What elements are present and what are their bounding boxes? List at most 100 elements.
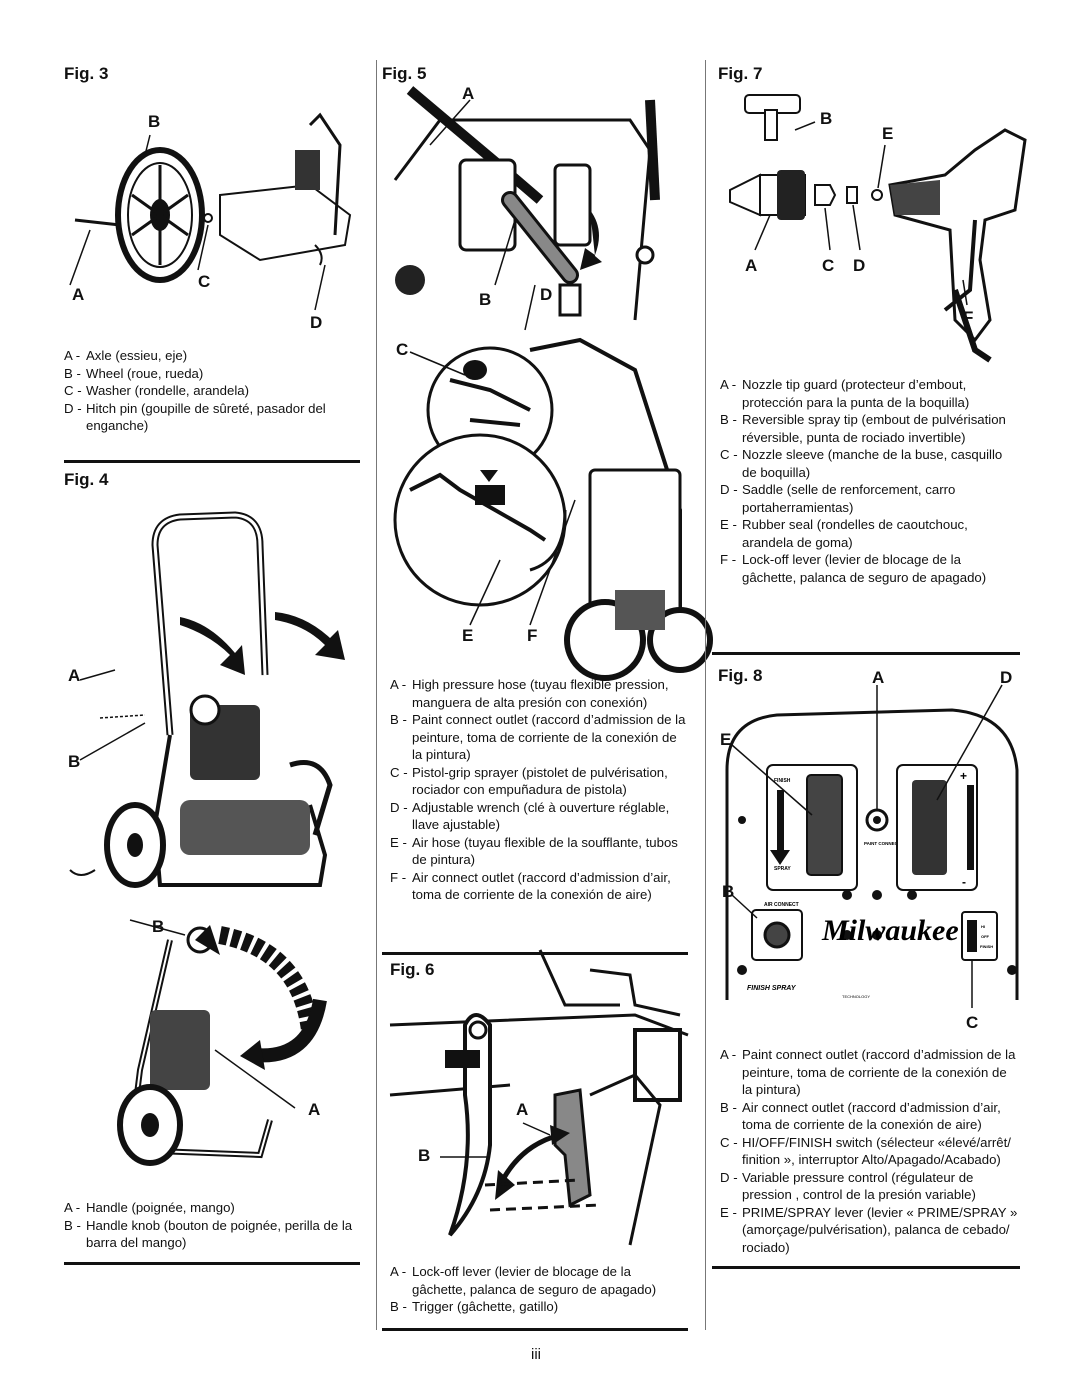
legend-key: B - (64, 1217, 81, 1233)
fig3-wheel-illustration (69, 112, 352, 311)
fig5-legend-item: D -Adjustable wrench (clé à ouverture ré… (390, 799, 686, 834)
legend-key: E - (720, 517, 737, 532)
legend-text: High pressure hose (tuyau flexible press… (412, 677, 669, 710)
legend-key: A - (64, 1200, 81, 1215)
fig8-spray-text: SPRAY (774, 866, 791, 872)
fig8-hi-text: HI (981, 924, 985, 929)
legend-key: A - (64, 348, 81, 363)
fig7-legend-item: D - Saddle (selle de renforcement, carro … (720, 481, 1018, 516)
fig7-legend-item: A -Nozzle tip guard (protecteur d’embout… (720, 376, 1018, 411)
fig7-legend: A -Nozzle tip guard (protecteur d’embout… (720, 376, 1018, 586)
fig6-legend-item: A -Lock-off lever (levier de blocage de … (390, 1263, 688, 1298)
legend-text: Paint connect outlet (raccord d’admissio… (412, 712, 686, 762)
fig5-title: Fig. 5 (382, 64, 427, 83)
fig8-finish-sw-text: FINISH (980, 944, 993, 949)
fig7-callout-a: A (745, 256, 758, 275)
fig7-callout-e: E (882, 124, 894, 143)
fig4-legend-item: A - Handle (poignée, mango) (64, 1199, 360, 1217)
column-separator (705, 60, 706, 1330)
legend-text: Air connect outlet (raccord d’admission … (412, 869, 671, 903)
legend-text: Variable pressure control (régulateur de… (742, 1169, 976, 1203)
fig5-legend: A - High pressure hose (tuyau flexible pr… (390, 676, 686, 904)
legend-key: C - (720, 1134, 738, 1150)
legend-key: A - (720, 1047, 737, 1062)
fig4-handle-illustration (69, 511, 345, 888)
fig6-trigger-illustration (389, 949, 689, 1246)
divider (64, 1262, 360, 1265)
fig3-legend-item: D -Hitch pin (goupille de sûreté, pasado… (64, 400, 360, 435)
fig5-legend-item: E - Air hose (tuyau flexible de la souffl… (390, 834, 686, 869)
fig3-legend-item: A - Axle (essieu, eje) (64, 347, 360, 365)
fig8-finish-spray-text: FINISH SPRAY (747, 985, 797, 992)
fig5-legend-item: F -Air connect outlet (raccord d’admissi… (390, 869, 686, 904)
divider (712, 652, 1020, 655)
fig7-title: Fig. 7 (718, 64, 763, 83)
legend-text: Axle (essieu, eje) (86, 348, 188, 363)
fig5-callout-e: E (462, 626, 474, 645)
legend-text: Air hose (tuyau flexible de la soufflant… (412, 834, 678, 868)
fig3-legend-item: B - Wheel (roue, rueda) (64, 365, 360, 383)
fig8-legend: A -Paint connect outlet (raccord d’admis… (720, 1046, 1018, 1256)
fig6-legend-item: B -Trigger (gâchette, gatillo) (390, 1298, 688, 1316)
fig4-callout-b1: B (68, 752, 81, 771)
legend-key: B - (64, 365, 81, 381)
legend-text: Reversible spray tip (embout de pulvéris… (742, 412, 1006, 445)
fig3-legend: A - Axle (essieu, eje) B - Wheel (roue, rue… (64, 347, 360, 435)
legend-text: Hitch pin (goupille de sûreté, pasador d… (86, 400, 326, 434)
fig8-callout-c: C (966, 1013, 979, 1032)
legend-text: PRIME/SPRAY lever (levier « PRIME/SPRAY … (742, 1204, 1018, 1255)
fig8-callout-a: A (872, 668, 885, 687)
fig8-callout-e: E (720, 730, 732, 749)
legend-key: B - (390, 712, 407, 727)
fig8-legend-item: E - PRIME/SPRAY lever (levier « PRIME/SPR… (720, 1204, 1018, 1257)
fig6-callout-a: A (516, 1100, 529, 1119)
legend-text: Rubber seal (rondelles de caoutchouc, ar… (742, 517, 968, 550)
legend-text: Saddle (selle de renforcement, carro por… (742, 482, 956, 515)
divider (64, 460, 360, 463)
legend-key: E - (720, 1204, 737, 1220)
fig4-title: Fig. 4 (64, 470, 109, 489)
page-number: iii (531, 1346, 541, 1363)
fig7-legend-item: E - Rubber seal (rondelles de caoutchouc,… (720, 516, 1018, 551)
fig8-technology-text: TECHNOLOGY (842, 994, 870, 999)
legend-key: F - (720, 552, 737, 567)
legend-text: Adjustable wrench (clé à ouverture régla… (412, 799, 670, 833)
fig5-callout-a: A (462, 84, 475, 103)
legend-key: B - (390, 1299, 407, 1314)
fig4-callout-a2: A (308, 1100, 321, 1119)
fig6-legend: A -Lock-off lever (levier de blocage de … (390, 1263, 688, 1316)
svg-text:+: + (960, 769, 967, 783)
fig3-legend-item: C -Washer (rondelle, arandela) (64, 382, 360, 400)
legend-key: D - (64, 400, 82, 416)
legend-text: Wheel (roue, rueda) (86, 365, 204, 381)
fig7-legend-item: B - Reversible spray tip (embout de pulvé… (720, 411, 1018, 446)
fig3-callout-a: A (72, 285, 85, 304)
divider (382, 1328, 688, 1331)
fig4-legend-item: B -Handle knob (bouton de poignée, peril… (64, 1217, 360, 1252)
fig7-callout-b: B (820, 109, 833, 128)
fig8-legend-item: D -Variable pressure control (régulateur… (720, 1169, 1018, 1204)
legend-key: D - (720, 482, 738, 497)
legend-key: B - (720, 412, 737, 427)
fig5-callout-f: F (527, 626, 538, 645)
legend-key: B - (720, 1099, 737, 1115)
legend-key: A - (390, 1264, 407, 1279)
legend-key: D - (720, 1169, 738, 1185)
fig3-callout-c: C (198, 272, 211, 291)
fig8-paint-connect-text: PAINT CONNECT (864, 841, 901, 846)
fig4-callout-a1: A (68, 666, 81, 685)
fig6-title: Fig. 6 (390, 960, 435, 979)
legend-text: Nozzle sleeve (manche de la buse, casqui… (742, 447, 1003, 480)
legend-text: Nozzle tip guard (protecteur d’embout, p… (742, 377, 970, 410)
fig7-nozzle-illustration (729, 94, 1027, 363)
fig8-legend-item: A -Paint connect outlet (raccord d’admis… (720, 1046, 1018, 1099)
legend-key: D - (390, 799, 408, 815)
fig8-brand-logo: Milwaukee (821, 914, 959, 947)
fig5-legend-item: B - Paint connect outlet (raccord d’admis… (390, 711, 686, 764)
legend-text: HI/OFF/FINISH switch (sélecteur «élevé/a… (742, 1134, 1011, 1168)
legend-text: Handle (poignée, mango) (86, 1200, 235, 1215)
fig8-legend-item: C -HI/OFF/FINISH switch (sélecteur «élev… (720, 1134, 1018, 1169)
fig5-callout-b: B (479, 290, 492, 309)
legend-key: A - (390, 677, 407, 692)
legend-key: E - (390, 834, 407, 850)
